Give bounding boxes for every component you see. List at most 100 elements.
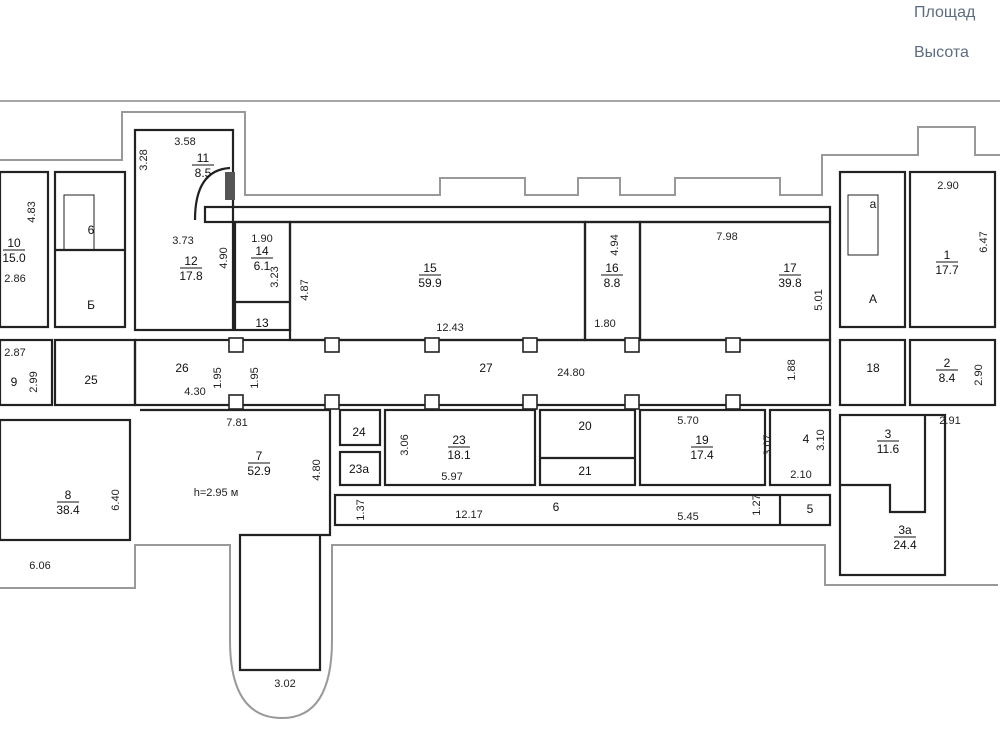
column [324,394,340,410]
columns [228,337,741,410]
dimension-label: 1.95 [249,367,261,388]
room-number: 10 [7,236,21,250]
dimension-label: 2.90 [973,364,985,385]
column [624,394,640,410]
column [424,394,440,410]
dimension-label: 24.80 [557,367,585,379]
dimension-label: 4.90 [218,247,230,268]
zone-label: а [870,197,877,211]
dimension-label: 3.02 [274,678,295,690]
zone-label: 4 [803,432,810,446]
dimension-label: 4.94 [609,234,621,255]
column [522,394,538,410]
dimension-label: 6.47 [978,231,990,252]
zone-label: 24 [352,425,366,439]
column [725,337,741,353]
dimension-label: 1.95 [212,367,224,388]
zone-label: 21 [578,464,592,478]
chimney [225,172,235,200]
zone-label: 5 [807,502,814,516]
interior-walls [0,128,997,672]
dimension-label: 2.91 [939,415,960,427]
stair [63,194,95,251]
column [424,337,440,353]
zone-label: 26 [175,361,189,375]
zone-label: 23а [349,462,369,476]
room-3-label: 311.6 [877,427,900,456]
room-2-label: 28.4 [936,356,958,385]
zone-label: 6 [553,500,560,514]
room-number: 3 [885,427,892,441]
column [228,394,244,410]
dimension-label: 3.23 [269,266,281,287]
column [324,337,340,353]
dimension-label: 3.06 [399,434,411,455]
zone-label: Б [87,298,95,312]
column [725,394,741,410]
dimension-label: 6.40 [110,489,122,510]
room-number: 12 [184,254,198,268]
room-area: 38.4 [56,503,80,517]
room-16-label: 168.8 [601,261,623,290]
room-area: 8.4 [939,371,956,385]
column [522,337,538,353]
dimension-label: 12.17 [455,509,483,521]
dimension-label: 1.37 [355,499,367,520]
room-area: 17.4 [690,448,714,462]
dimension-label: 1.88 [786,359,798,380]
dimension-label: 5.70 [677,415,698,427]
zone-label: 27 [479,361,493,375]
room-area: 15.0 [2,251,26,265]
stair [847,194,879,256]
dimension-label: 1.27 [751,494,763,515]
room-number: 23 [452,433,466,447]
room-number: 2 [944,356,951,370]
dimension-label: 4.87 [299,279,311,300]
dimension-label: 7.98 [716,231,737,243]
zone-label: 6 [88,223,95,237]
zone-label: 20 [578,419,592,433]
room-area: 39.8 [778,276,802,290]
room-11-label: 118.5 [192,151,214,180]
dimension-label: 1.90 [251,233,272,245]
dimension-labels: 4.832.862.872.993.583.283.734.901.903.23… [4,136,990,690]
room-number: 1 [944,248,951,262]
dimension-label: 2.99 [28,371,40,392]
dimension-label: 3.28 [138,149,150,170]
room-area: 17.7 [935,263,959,277]
room-number: 3а [898,523,912,537]
dimension-label: 4.80 [311,459,323,480]
dimension-label: 6.06 [29,560,50,572]
room-area: 8.5 [195,166,212,180]
dimension-label: 2.10 [790,469,811,481]
zone-label: 25 [84,373,98,387]
room-area: 24.4 [893,538,917,552]
dimension-label: 3.73 [172,235,193,247]
dimension-label: 4.30 [184,386,205,398]
height-label: Высота [914,44,969,61]
room-area: 11.6 [877,442,900,456]
dimension-label: 12.43 [436,322,464,334]
dimension-label: 2.86 [4,273,25,285]
column [228,337,244,353]
dimension-label: 2.90 [937,180,958,192]
room-1-label: 117.7 [935,248,959,277]
room-number: 14 [255,244,269,258]
room-area: 17.8 [179,269,203,283]
zone-label: А [869,292,877,306]
outer-walls [0,111,1000,720]
dimension-label: 3.10 [815,429,827,450]
zone-label: 9 [11,375,18,389]
dimension-label: 2.87 [4,347,25,359]
dimension-label: 3.58 [174,136,195,148]
zone-label: 13 [255,316,269,330]
room-number: 8 [65,488,72,502]
dimension-label: 7.81 [226,417,247,429]
